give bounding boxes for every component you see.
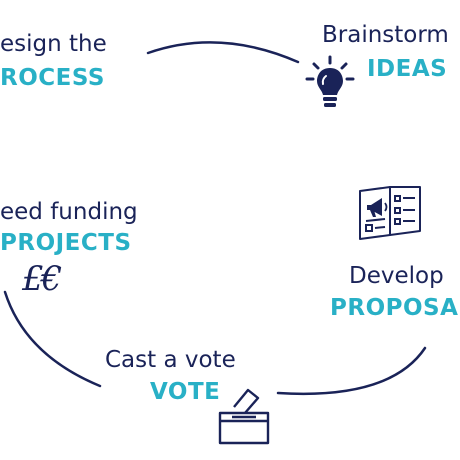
arc-design-to-brainstorm bbox=[146, 41, 300, 64]
stage-fund-keyword: PROJECTS bbox=[0, 230, 132, 256]
stage-develop-keyword: PROPOSA bbox=[330, 295, 459, 321]
lightbulb-icon bbox=[305, 55, 355, 107]
arc-develop-to-vote bbox=[276, 346, 427, 396]
stage-vote-keyword: VOTE bbox=[150, 379, 221, 405]
leaflet-megaphone-icon bbox=[359, 186, 421, 240]
stage-develop-label: Develop bbox=[349, 263, 444, 289]
currency-icon: £€ bbox=[22, 259, 62, 299]
stage-vote-label: Cast a vote bbox=[105, 347, 236, 373]
ballot-box-icon bbox=[218, 388, 270, 445]
stage-design-label: esign the bbox=[0, 31, 107, 57]
stage-brainstorm-label: Brainstorm bbox=[322, 22, 449, 48]
stage-fund-label: eed funding bbox=[0, 199, 138, 225]
stage-design-keyword: ROCESS bbox=[0, 65, 105, 91]
arc-vote-to-fund bbox=[3, 290, 102, 388]
stage-brainstorm-keyword: IDEAS bbox=[367, 56, 448, 82]
